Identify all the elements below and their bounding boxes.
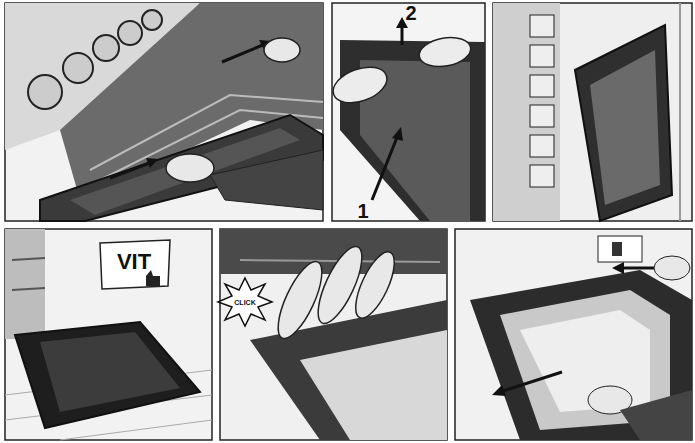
step-number: 2 <box>405 3 416 23</box>
panel-unlock-hinge-part <box>328 60 392 109</box>
panel-remove-door-part <box>166 154 214 182</box>
panel-lift-door-part <box>493 3 560 221</box>
panel-unlock-hinge-part <box>392 127 403 141</box>
panel-lift-door-part <box>590 50 660 205</box>
panel-lift-door-part <box>493 3 692 221</box>
panel-hinge-click-part <box>220 229 447 440</box>
panel-remove-door-part <box>110 162 152 178</box>
panel-door-open-ok-part <box>100 240 170 289</box>
panel-hinge-click-part <box>218 278 272 326</box>
panel-remove-door-part <box>210 150 323 210</box>
panel-remove-door-part <box>93 35 119 61</box>
panel-unlock-hinge-part <box>417 34 473 71</box>
panel-refit-door-part <box>598 236 642 262</box>
panel-refit-door <box>455 229 692 440</box>
panel-refit-door-part <box>455 229 692 440</box>
panel-refit-door-part <box>654 256 690 280</box>
panel-lift-door-part <box>530 105 554 127</box>
panel-refit-door-part <box>612 262 624 274</box>
panel-door-open-ok <box>5 229 212 440</box>
panel-refit-door-part <box>500 372 562 392</box>
panel-hinge-click-part <box>300 330 447 440</box>
panel-remove-door-part <box>5 3 323 221</box>
panel-unlock-hinge <box>328 3 485 221</box>
panel-door-open-ok-part <box>12 258 45 260</box>
panel-door-open-ok-part <box>12 288 45 290</box>
panel-lift-door-part <box>530 45 554 67</box>
panel-lift-door-part <box>530 15 554 37</box>
panel-lift-door <box>493 3 692 221</box>
click-burst: CLICK <box>234 299 255 306</box>
panel-remove-door-part <box>222 44 265 62</box>
panel-hinge-click-part <box>348 247 402 323</box>
panel-refit-door-part <box>612 242 622 256</box>
panel-refit-door-part <box>470 270 692 440</box>
panel-door-open-ok-part <box>15 322 200 428</box>
panel-lift-door-part <box>530 165 554 187</box>
panel-remove-door-part <box>142 10 162 30</box>
panel-lift-door-part <box>575 25 672 221</box>
panel-door-open-ok-part <box>60 420 212 440</box>
panel-door-open-ok-part <box>5 229 45 339</box>
panel-door-open-ok-part <box>40 332 180 412</box>
panel-unlock-hinge-part <box>332 3 485 221</box>
panel-refit-door-part <box>620 390 692 440</box>
panel-remove-door-part <box>40 115 323 221</box>
panel-refit-door-part <box>492 385 506 396</box>
panel-remove-door-part <box>146 158 158 168</box>
panel-remove-door-part <box>264 38 300 62</box>
panel-remove-door-part <box>63 53 93 83</box>
panel-door-open-ok-part <box>5 229 212 440</box>
panel-remove-door-part <box>118 21 142 45</box>
panel-remove-door-part <box>28 75 62 109</box>
ok-sign: VIT <box>117 251 151 273</box>
panel-lift-door-part <box>530 135 554 157</box>
panel-unlock-hinge-part <box>372 135 398 200</box>
panel-lift-door-part <box>679 3 681 221</box>
panel-lift-door-part <box>530 75 554 97</box>
panel-remove-door <box>5 3 323 221</box>
step-number: 1 <box>357 201 368 221</box>
panel-hinge-click <box>218 229 447 440</box>
